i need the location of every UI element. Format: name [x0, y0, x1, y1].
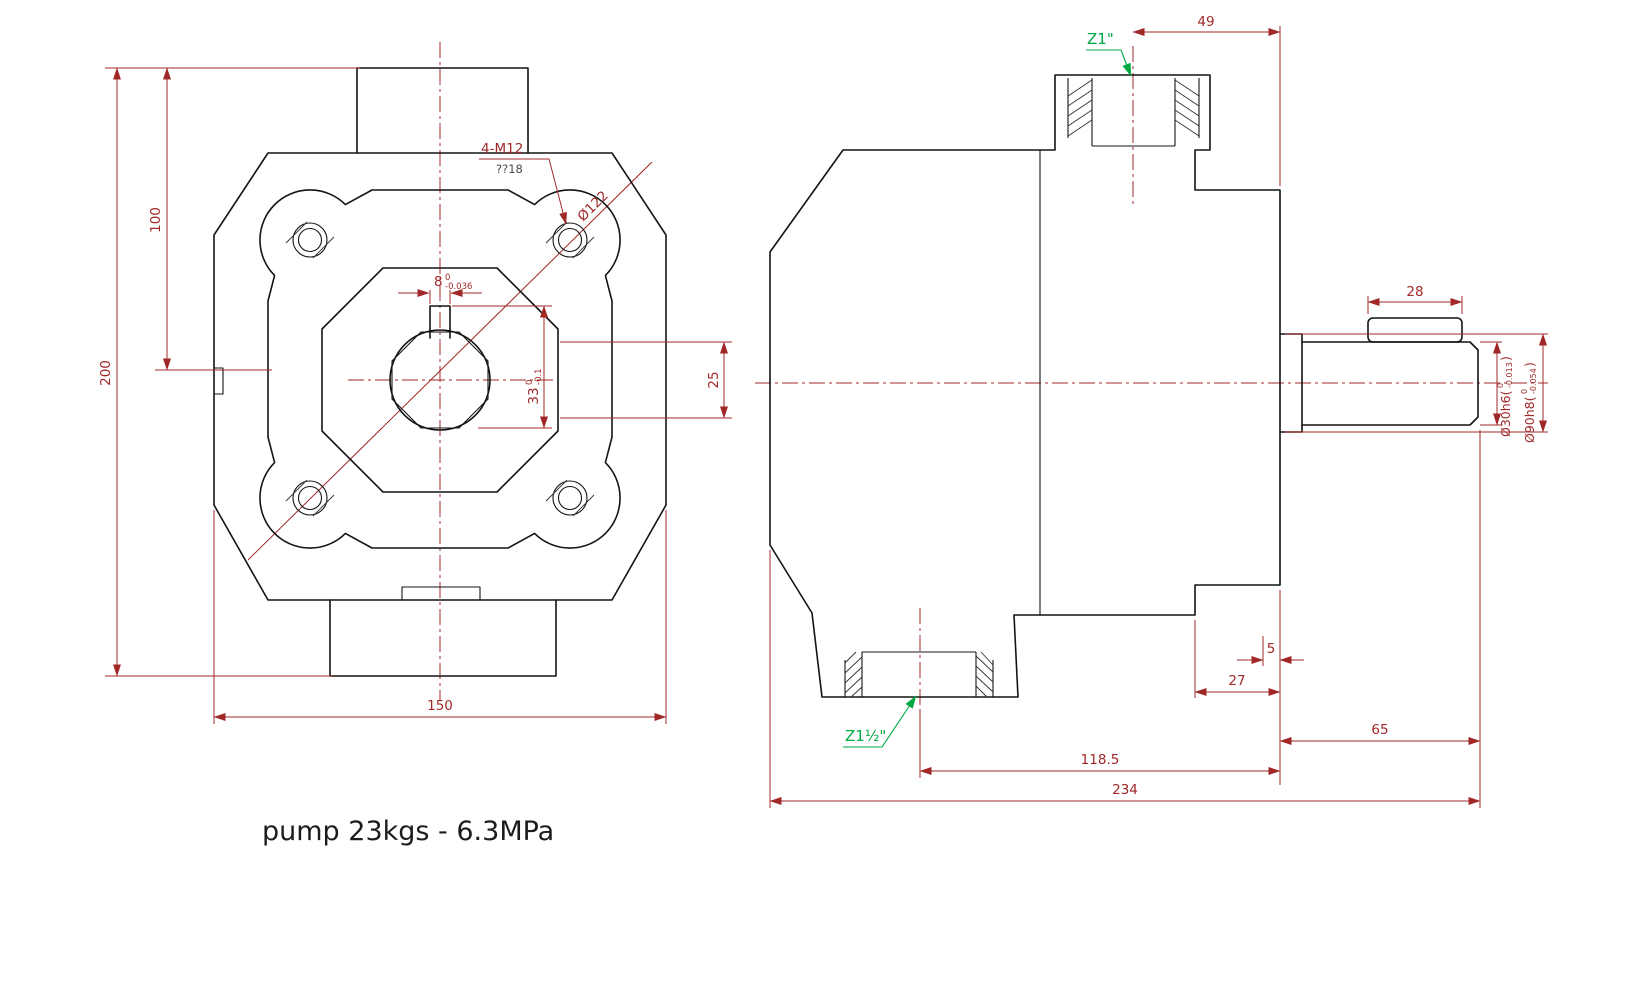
top-port-leader	[1086, 49, 1132, 77]
dim-text-49: 49	[1197, 14, 1214, 30]
bolt-hole-bottom-left	[285, 479, 335, 517]
thread-tick	[285, 221, 335, 259]
bottom-port-bore-lines	[844, 651, 994, 697]
spigot-dia-prefix: Ø90h8(	[1522, 397, 1537, 444]
dim-label-33: 33 0 -0.1	[525, 368, 544, 404]
bottom-foot-front	[329, 599, 557, 677]
shaft-bore-octagon	[391, 331, 489, 429]
bottom-port-hatch-right	[975, 651, 994, 698]
shaft-dia-upper-tol: 0	[1496, 383, 1505, 388]
pump-body-side-outline	[769, 74, 1281, 698]
keyway-slot	[429, 305, 451, 339]
bolt-hole-inner-circle	[557, 227, 583, 253]
dim-label-shaft-dia: Ø30h6( 0 -0.013 )	[1496, 356, 1514, 437]
dim-text-118-5: 118.5	[1081, 752, 1120, 768]
dim-label-200: 200	[98, 360, 114, 386]
bolt-hole-inner-circle	[297, 227, 323, 253]
keyway-width-upper-tol: 0	[445, 273, 450, 283]
thread-tick	[285, 479, 335, 517]
bolt-hole-outer-circle	[552, 480, 588, 516]
keyway-width-lower-tol: -0.036	[445, 282, 472, 292]
top-port-hatch-right	[1174, 79, 1200, 137]
shaft-dia-lower-tol: -0.013	[1505, 362, 1514, 388]
spigot-dia-suffix: )	[1522, 362, 1537, 367]
bolt-hole-bottom-right	[545, 479, 595, 517]
dim-text-150: 150	[427, 698, 453, 714]
bolt-hole-top-right	[545, 221, 595, 259]
dim-label-100: 100	[148, 207, 164, 233]
top-port	[1067, 78, 1200, 147]
bottom-port	[844, 651, 994, 698]
bolt-depth-text: ??18	[496, 162, 523, 176]
dim-text-100: 100	[148, 207, 164, 233]
thread-tick	[545, 479, 595, 517]
bore-keyway-upper-tol: 0	[525, 380, 535, 385]
spigot-dia-lower-tol: -0.054	[1529, 368, 1538, 394]
bottom-port-label-text: Z1½"	[845, 727, 886, 745]
mounting-flange-outline	[259, 189, 621, 549]
top-port-boss-front	[356, 67, 529, 154]
bolt-callout-leader	[479, 158, 567, 225]
dim-label-keyway-width: 8 0 -0.036	[434, 273, 472, 292]
pitch-circle-line	[247, 161, 653, 561]
dim-text-27: 27	[1228, 673, 1245, 689]
bolt-hole-outer-circle	[292, 222, 328, 258]
dim-text-5: 5	[1267, 641, 1276, 657]
bolt-hole-top-left	[285, 221, 335, 259]
bottom-port-hatch-left	[844, 651, 863, 698]
top-port-label: Z1"	[1086, 30, 1132, 77]
flange-raised-face-octagon	[321, 267, 559, 493]
shaft-key	[1367, 317, 1463, 343]
bore-keyway-lower-tol: -0.1	[534, 368, 544, 385]
bolt-hole-outer-circle	[552, 222, 588, 258]
dim-text-25: 25	[706, 371, 722, 388]
dim-label-spigot-dia: Ø90h8( 0 -0.054 )	[1520, 362, 1538, 443]
shaft-dia-prefix: Ø30h6(	[1498, 391, 1513, 438]
bolt-callout-text: 4-M12	[481, 141, 523, 157]
shaft-bore-circle	[389, 329, 491, 431]
top-port-label-text: Z1"	[1087, 30, 1114, 48]
side-view: 49 28 Ø30h6( 0 -0.013 ) Ø90h8( 0 -0.054 …	[755, 14, 1548, 808]
dim-text-234: 234	[1112, 782, 1138, 798]
dim-text-200: 200	[98, 360, 114, 386]
bottom-port-leader	[843, 695, 917, 748]
top-port-bore-lines	[1067, 78, 1200, 147]
dim-text-65: 65	[1371, 722, 1388, 738]
shaft-dia-suffix: )	[1498, 356, 1513, 361]
drawing-caption: pump 23kgs - 6.3MPa	[262, 816, 554, 847]
thread-tick	[545, 221, 595, 259]
bottom-edge-notch	[401, 586, 481, 600]
left-edge-notch	[214, 367, 224, 395]
top-port-hatch-left	[1067, 79, 1093, 137]
bolt-hole-outer-circle	[292, 480, 328, 516]
spigot-dia-upper-tol: 0	[1520, 389, 1529, 394]
bore-keyway-nominal: 33	[526, 387, 542, 404]
bolt-hole-inner-circle	[297, 485, 323, 511]
bottom-port-label: Z1½"	[843, 695, 917, 748]
pump-body-front-outline	[213, 152, 667, 601]
front-view: 200 100 150 25 8 0 -0.036 33	[98, 42, 732, 724]
bolt-hole-inner-circle	[557, 485, 583, 511]
keyway-width-nominal: 8	[434, 274, 443, 290]
dim-label-25: 25	[706, 371, 722, 388]
dim-text-28: 28	[1406, 284, 1423, 300]
